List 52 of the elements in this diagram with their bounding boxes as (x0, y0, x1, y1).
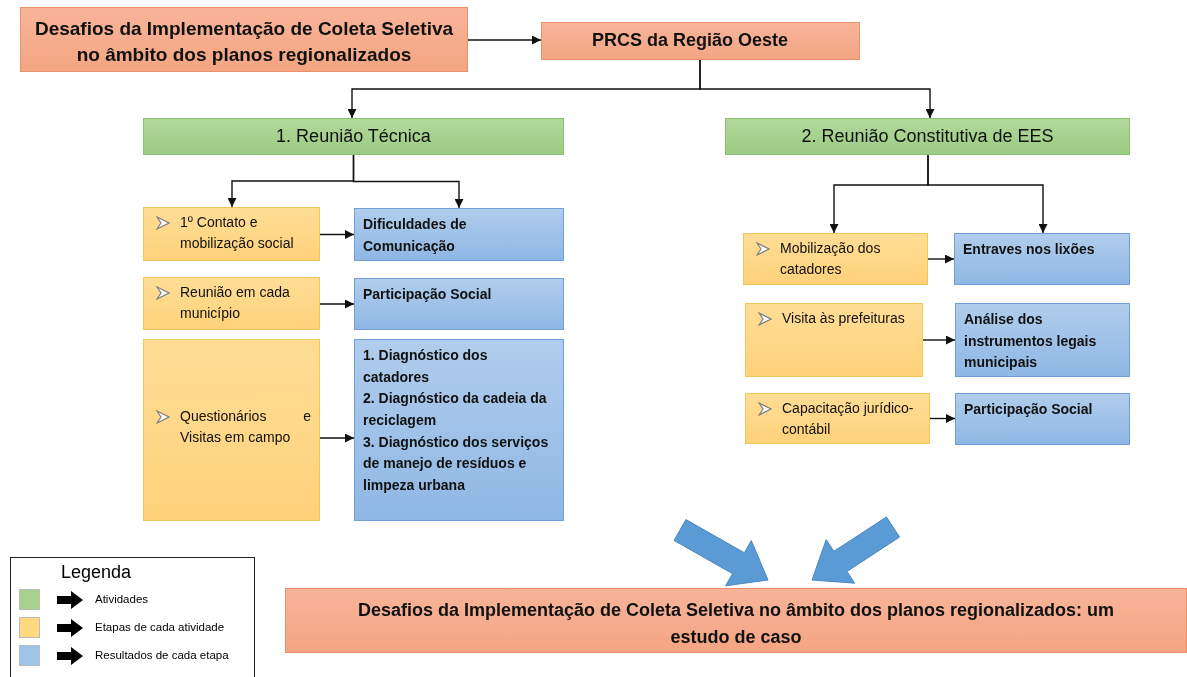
node-text: Análise dos instrumentos legais municipais (964, 310, 1098, 373)
activity-box (725, 118, 1130, 155)
conclusion-box (285, 588, 1187, 653)
legend-text: Etapas de cada atividade (95, 621, 225, 633)
node-text: Participação Social (363, 285, 493, 304)
node-text: 1. Diagnóstico dos catadores (363, 346, 489, 387)
block-arrow (673, 519, 769, 587)
arrow (699, 59, 935, 119)
node-text: Dificuldades de Comunicação (363, 215, 468, 256)
arrow (319, 230, 355, 239)
node-text: Participação Social (964, 400, 1094, 419)
step-box (743, 233, 928, 285)
process-box (541, 22, 860, 60)
arrow (922, 335, 956, 345)
node-text: 2. Diagnóstico da cadeia da reciclagem (363, 389, 548, 431)
node-text: 1. Reunião Técnica (275, 126, 432, 148)
node-text: Visita às prefeituras (782, 309, 906, 328)
arrow (467, 35, 542, 45)
arrow (927, 154, 1048, 234)
result-box (354, 208, 564, 261)
node-text: 1º Contato e mobilização social (180, 213, 295, 253)
node-text: Questionários e Visitas em campo (180, 407, 311, 447)
arrow (929, 414, 956, 423)
block-arrow (811, 516, 901, 584)
node-text: Desafios da Implementação de Coleta Seletiva no âmbito dos planos regionalizados (33, 17, 455, 67)
node-text: Reunião em cada município (180, 283, 291, 323)
arrow (352, 154, 464, 209)
result-box (354, 278, 564, 330)
title-box (20, 7, 468, 72)
activity-box (143, 118, 564, 155)
result-box (354, 339, 564, 521)
legend-text: Atividades (95, 593, 149, 605)
result-box (955, 393, 1130, 445)
step-box (143, 277, 320, 330)
node-text: Capacitação jurídico-contábil (782, 399, 915, 439)
node-text: PRCS da Região Oeste (592, 30, 790, 52)
node-text: Desafios da Implementação de Coleta Seletiva no âmbito dos planos regionalizados: um estudo de caso (356, 599, 1116, 649)
result-box (955, 303, 1130, 377)
arrow (319, 299, 355, 309)
step-box (745, 303, 923, 377)
legend-title: Legenda (61, 562, 132, 583)
node-text: 2. Reunião Constitutiva de EES (800, 126, 1055, 148)
arrow (927, 254, 955, 264)
node-text: 3. Diagnóstico dos serviços de manejo de resíduos e limpeza urbana (363, 432, 550, 496)
node-text: Entraves nos lixões (963, 240, 1096, 259)
arrow (319, 433, 355, 443)
step-box (745, 393, 930, 444)
result-box (954, 233, 1130, 285)
legend-text: Resultados de cada etapa (95, 649, 229, 661)
node-text: Mobilização dos catadores (780, 239, 882, 279)
step-box (143, 339, 320, 521)
step-box (143, 207, 320, 261)
